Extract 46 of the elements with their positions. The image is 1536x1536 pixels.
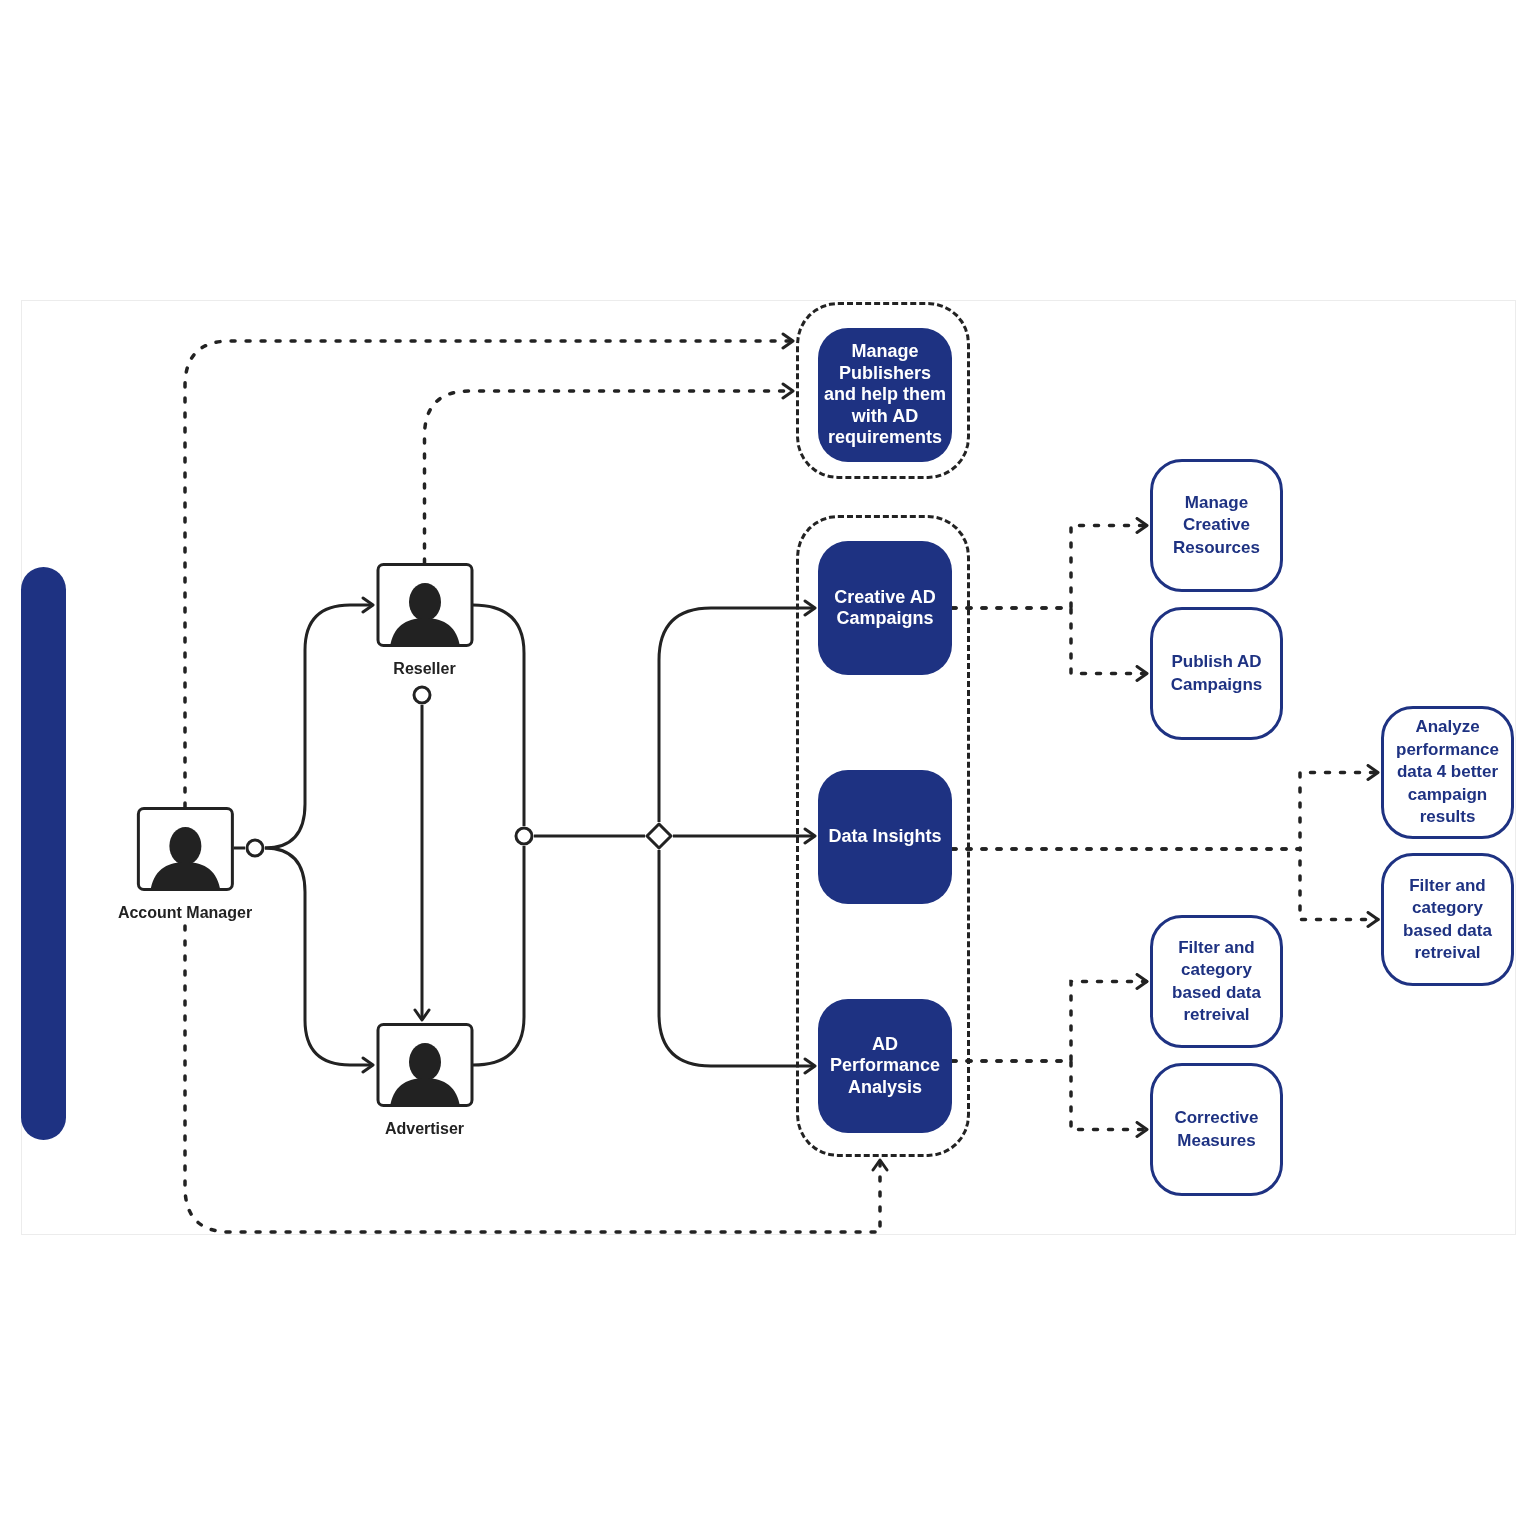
step-label: Filter and category based data retreival [1402, 874, 1493, 964]
task-box [1150, 915, 1283, 1048]
junction-circle [245, 838, 265, 858]
connector-line [534, 834, 645, 838]
task-box [1150, 459, 1283, 592]
process-box [818, 999, 952, 1133]
process-box [818, 328, 952, 462]
step-label: AD Performance Analysis [828, 1033, 942, 1099]
dashed-arrow [950, 606, 1149, 682]
arrow [413, 705, 431, 1022]
arrow [264, 846, 375, 1074]
task-box [1150, 607, 1283, 740]
junction-diamond [645, 822, 673, 850]
dashed-arrow [950, 1059, 1149, 1138]
person-label: Reseller [393, 659, 456, 678]
arrow [657, 850, 817, 1075]
arrow [264, 596, 375, 850]
dashed-arrow [183, 332, 795, 809]
person-label: Advertiser [384, 1119, 465, 1138]
process-box [818, 541, 952, 675]
task-box [1381, 706, 1514, 839]
arrow [657, 599, 817, 822]
side-bar [21, 567, 66, 1140]
person-label: Account Manager [117, 903, 253, 922]
task-box [1381, 853, 1514, 986]
dashed-group [796, 302, 970, 479]
dashed-arrow [950, 847, 1380, 928]
step-label: Filter and category based data retreival [1171, 936, 1262, 1026]
connector-line [472, 603, 526, 826]
step-label: Creative AD Campaigns [833, 586, 937, 630]
process-box [818, 770, 952, 904]
dashed-arrow [183, 924, 889, 1234]
connector-line [233, 846, 245, 850]
dashed-group [796, 515, 970, 1157]
step-label: Publish AD Campaigns [1169, 651, 1264, 696]
junction-circle [514, 826, 534, 846]
junction-circle [412, 685, 432, 705]
arrow [673, 827, 817, 845]
step-label: Manage Publishers and help them with AD requirements [824, 341, 946, 449]
step-label: Data Insights [828, 826, 942, 848]
task-box [1150, 1063, 1283, 1196]
step-label: Manage Creative Resources [1172, 491, 1261, 559]
step-label: Analyze performance data 4 better campaign results [1395, 716, 1500, 829]
connector-line [472, 846, 526, 1067]
dashed-arrow [422, 382, 795, 565]
step-label: Corrective Measures [1173, 1107, 1260, 1152]
